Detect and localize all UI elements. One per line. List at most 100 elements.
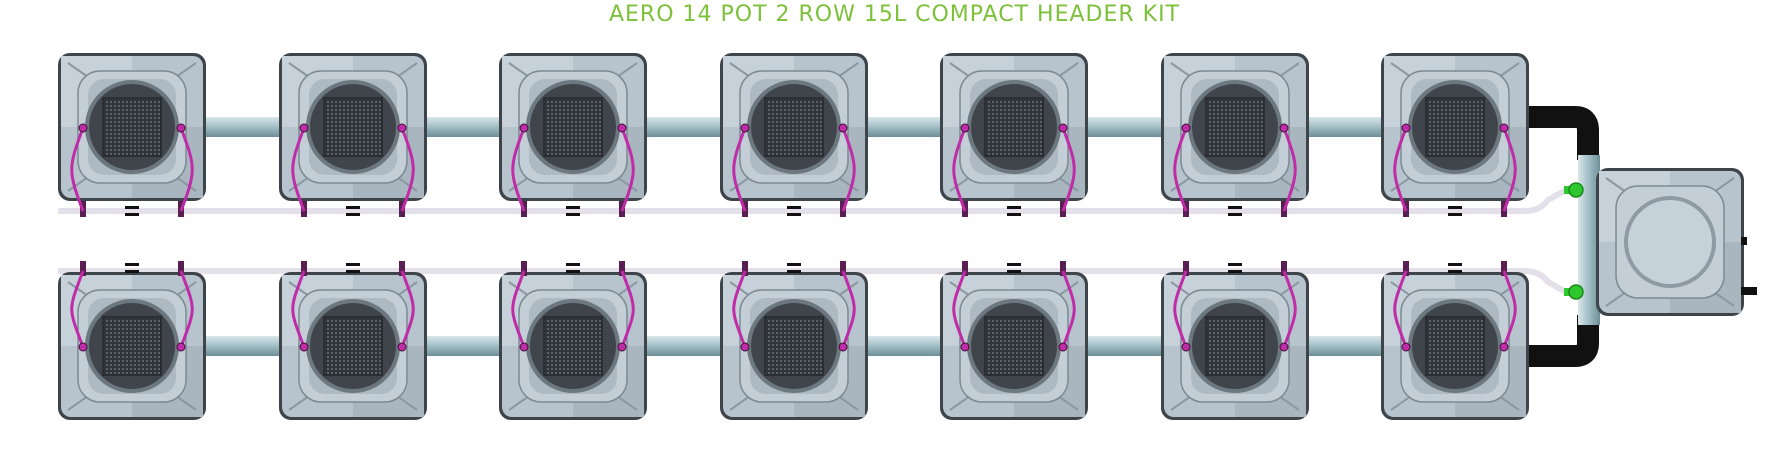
top-pot-row — [57, 52, 1530, 217]
feed-marker — [1448, 263, 1462, 266]
feed-marker — [1228, 263, 1242, 266]
drip-line — [1502, 270, 1517, 348]
manifold-pipe — [1578, 155, 1600, 325]
drip-line — [1061, 127, 1076, 212]
drip-connector — [1501, 261, 1507, 276]
dripper — [1181, 342, 1191, 352]
top-feed-line — [58, 187, 1568, 214]
drip-line — [1061, 270, 1076, 348]
feed-marker — [1007, 213, 1021, 216]
pot-module — [1380, 261, 1530, 421]
drip-line — [1173, 270, 1188, 348]
pot-module — [719, 261, 869, 421]
pot-module — [1160, 261, 1310, 421]
drip-connector — [301, 261, 307, 276]
feed-marker — [566, 206, 580, 209]
feed-marker — [1228, 213, 1242, 216]
dripper — [78, 342, 88, 352]
bottom-pot-row — [57, 261, 1530, 421]
pot-module — [719, 52, 869, 217]
dripper — [299, 342, 309, 352]
feed-marker — [787, 263, 801, 266]
feed-marker — [1448, 213, 1462, 216]
dripper — [176, 123, 186, 133]
feed-marker — [787, 270, 801, 273]
bottom-feed-line — [58, 268, 1568, 295]
pot-module — [278, 52, 428, 217]
feed-marker — [566, 263, 580, 266]
feed-marker — [346, 263, 360, 266]
feed-marker — [1448, 270, 1462, 273]
drip-connector — [1060, 261, 1066, 276]
pot-module — [57, 261, 207, 421]
pot-module — [1160, 52, 1310, 217]
drip-line — [732, 127, 747, 212]
feed-marker — [125, 270, 139, 273]
pot-module — [939, 261, 1089, 421]
drip-connector — [619, 261, 625, 276]
feed-marker — [787, 213, 801, 216]
drip-connector — [178, 261, 184, 276]
pot-module — [498, 52, 648, 217]
drip-line — [511, 127, 526, 212]
drip-line — [179, 270, 194, 348]
dripper — [1499, 342, 1509, 352]
drip-connector — [1403, 261, 1409, 276]
drip-connector — [399, 261, 405, 276]
feed-marker — [787, 206, 801, 209]
drip-line — [732, 270, 747, 348]
dripper — [838, 342, 848, 352]
bottom-elbow — [1468, 315, 1599, 367]
dripper — [1058, 123, 1068, 133]
feed-marker — [346, 213, 360, 216]
dripper — [960, 342, 970, 352]
tank-connector — [1741, 237, 1747, 245]
pot-module — [1380, 52, 1530, 217]
drip-line — [70, 127, 85, 212]
feed-marker — [346, 270, 360, 273]
drip-connector — [962, 261, 968, 276]
drip-line — [952, 270, 967, 348]
feed-marker — [125, 206, 139, 209]
valve-icon — [1564, 182, 1584, 198]
drip-line — [511, 270, 526, 348]
feed-marker — [125, 213, 139, 216]
feed-marker — [1007, 206, 1021, 209]
dripper — [397, 123, 407, 133]
feed-marker — [1007, 263, 1021, 266]
pot-module — [278, 261, 428, 421]
drip-connector — [1281, 261, 1287, 276]
dripper — [838, 123, 848, 133]
diagram-title: AERO 14 POT 2 ROW 15L COMPACT HEADER KIT — [608, 2, 1181, 27]
dripper — [740, 123, 750, 133]
pot-module — [498, 261, 648, 421]
dripper — [617, 342, 627, 352]
drip-line — [1393, 127, 1408, 212]
pot-module — [57, 52, 207, 217]
dripper — [176, 342, 186, 352]
drip-connector — [1183, 261, 1189, 276]
drip-line — [1502, 127, 1517, 212]
feed-marker — [346, 206, 360, 209]
drip-line — [291, 127, 306, 212]
dripper — [960, 123, 970, 133]
drip-line — [620, 127, 635, 212]
valve-icon — [1564, 284, 1584, 300]
dripper — [299, 123, 309, 133]
drip-line — [291, 270, 306, 348]
dripper — [1181, 123, 1191, 133]
dripper — [1279, 342, 1289, 352]
feed-marker — [1228, 270, 1242, 273]
feed-marker — [1007, 270, 1021, 273]
drip-connector — [521, 261, 527, 276]
dripper — [519, 342, 529, 352]
drip-line — [400, 127, 415, 212]
drip-line — [841, 270, 856, 348]
dripper — [519, 123, 529, 133]
feed-marker — [1228, 206, 1242, 209]
drip-line — [620, 270, 635, 348]
drip-line — [179, 127, 194, 212]
feed-marker — [566, 270, 580, 273]
tank-drain — [1741, 287, 1757, 295]
